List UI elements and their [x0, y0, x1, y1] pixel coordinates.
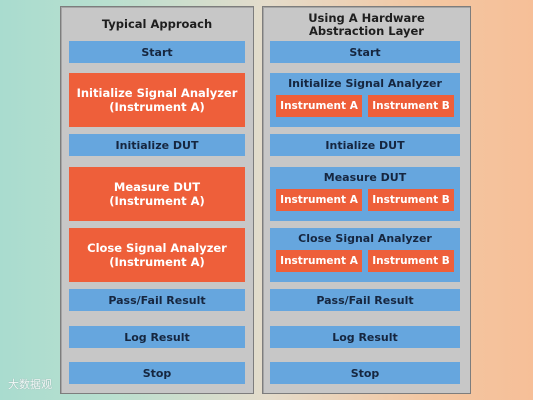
right-close-instrument-a: Instrument A	[276, 250, 362, 272]
right-init-instrument-b: Instrument B	[368, 95, 454, 117]
right-close-instrument-b: Instrument B	[368, 250, 454, 272]
typical-approach-panel: Typical Approach Start Initialize Signal…	[60, 6, 254, 394]
right-pass-fail-box: Pass/Fail Result	[270, 289, 460, 311]
left-pass-fail-box: Pass/Fail Result	[69, 289, 245, 311]
left-close-box: Close Signal Analyzer (Instrument A)	[69, 228, 245, 282]
right-init-analyzer-label: Initialize Signal Analyzer	[288, 77, 442, 90]
left-close-line2: (Instrument A)	[109, 255, 205, 269]
right-measure-label: Measure DUT	[323, 171, 407, 184]
typical-approach-title: Typical Approach	[101, 17, 213, 31]
left-log-box: Log Result	[69, 326, 245, 348]
right-start-box: Start	[270, 41, 460, 63]
left-close-line1: Close Signal Analyzer	[87, 241, 227, 255]
left-measure-box: Measure DUT (Instrument A)	[69, 167, 245, 221]
right-measure-group: Measure DUT Instrument A Instrument B	[270, 167, 460, 221]
right-init-dut-box: Intialize DUT	[270, 134, 460, 156]
right-stop-box: Stop	[270, 362, 460, 384]
left-start-box: Start	[69, 41, 245, 63]
hal-title-line1: Using A Hardware	[308, 11, 425, 25]
right-init-analyzer-group: Initialize Signal Analyzer Instrument A …	[270, 73, 460, 127]
right-close-label: Close Signal Analyzer	[298, 232, 432, 245]
left-measure-line2: (Instrument A)	[109, 194, 205, 208]
left-init-dut-box: Initialize DUT	[69, 134, 245, 156]
left-init-analyzer-line1: Initialize Signal Analyzer	[76, 86, 238, 100]
right-measure-instrument-a: Instrument A	[276, 189, 362, 211]
left-measure-line1: Measure DUT	[113, 180, 201, 194]
right-measure-instrument-b: Instrument B	[368, 189, 454, 211]
left-init-analyzer-line2: (Instrument A)	[109, 100, 205, 114]
right-init-instrument-a: Instrument A	[276, 95, 362, 117]
left-init-analyzer-box: Initialize Signal Analyzer (Instrument A…	[69, 73, 245, 127]
hal-approach-panel: Using A Hardware Abstraction Layer Start…	[262, 6, 471, 394]
watermark-text: 大数据观	[8, 378, 52, 391]
left-stop-box: Stop	[69, 362, 245, 384]
hal-title-line2: Abstraction Layer	[309, 24, 424, 38]
right-log-box: Log Result	[270, 326, 460, 348]
right-close-group: Close Signal Analyzer Instrument A Instr…	[270, 228, 460, 282]
